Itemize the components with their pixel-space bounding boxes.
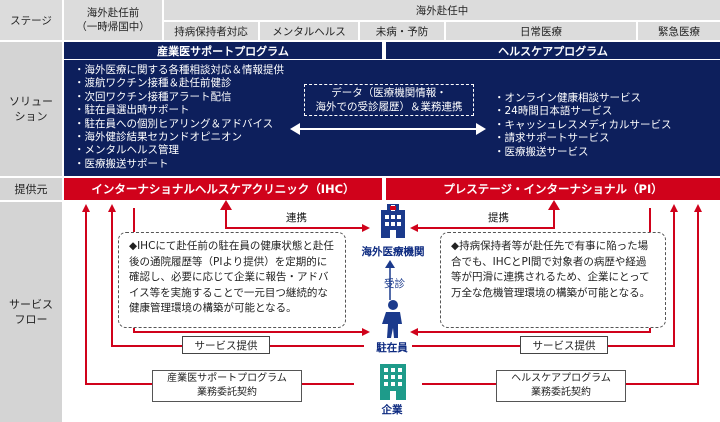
contract-box-left: 産業医サポートプログラム 業務委託契約 [152,370,302,402]
subcol-chronic: 持病保持者対応 [164,22,258,40]
subcol-emergency: 緊急医療 [638,22,720,40]
list-item: オンライン健康相談サービス [494,92,714,105]
list-item: 医療搬送サポート [74,158,334,171]
list-item: 渡航ワクチン接種＆赴任前健診 [74,77,334,90]
list-item: 次回ワクチン接種アラート配信 [74,91,334,104]
service-tag-right: サービス提供 [520,336,608,354]
data-link-box: データ（医療機関情報・ 海外での受診履歴）＆業務連携 [304,84,474,116]
stage-label: ステージ [0,0,62,40]
during-header: 海外赴任中 [164,0,720,20]
list-item: 24時間日本語サービス [494,105,714,118]
provider-label: 提供元 [0,178,62,200]
desc-box-right: ◆持病保持者等が赴任先で有事に陥った場合でも、IHCとPI間で対象者の病歴や経過… [440,232,666,328]
left-program-items: 海外医療に関する各種相談対応＆情報提供 渡航ワクチン接種＆赴任前健診 次回ワクチ… [74,64,334,171]
right-program-title: ヘルスケアプログラム [386,42,720,60]
subcol-mental: メンタルヘルス [260,22,358,40]
pre-departure-header: 海外赴任前 （一時帰国中） [64,0,162,40]
list-item: キャッシュレスメディカルサービス [494,119,714,132]
list-item: 海外健診結果セカンドオピニオン [74,131,334,144]
list-item: 海外医療に関する各種相談対応＆情報提供 [74,64,334,77]
company-label: 企業 [381,404,403,416]
data-link-arrow [290,123,486,135]
service-tag-left: サービス提供 [182,336,270,354]
provider-ihc: インターナショナルヘルスケアクリニック（IHC） [64,178,382,200]
list-item: 医療搬送サービス [494,146,714,159]
list-item: 駐在員への個別ヒアリング＆アドバイス [74,118,334,131]
list-item: 駐在員選出時サポート [74,104,334,117]
solution-label: ソリュー ション [0,42,62,176]
program-divider [382,42,386,60]
contract-box-right: ヘルスケアプログラム 業務委託契約 [496,370,626,402]
service-flow-label: サービス フロー [0,202,62,422]
left-program-title: 産業医サポートプログラム [64,42,382,60]
subcol-daily: 日常医療 [446,22,636,40]
link-label-right: 提携 [488,212,509,224]
consult-label: 受診 [384,278,405,290]
provider-divider [382,178,386,200]
provider-pi: プレステージ・インターナショナル（PI） [386,178,720,200]
list-item: メンタルヘルス管理 [74,144,334,157]
link-label-left: 連携 [286,212,307,224]
subcol-prevention: 未病・予防 [360,22,444,40]
expat-label: 駐在員 [376,342,408,354]
hospital-icon [381,204,405,238]
list-item: 請求サポートサービス [494,132,714,145]
desc-box-left: ◆IHCにて赴任前の駐在員の健康状態と赴任後の通院履歴等（PIより提供）を定期的… [118,232,346,328]
person-icon [382,300,402,338]
right-program-items: オンライン健康相談サービス 24時間日本語サービス キャッシュレスメディカルサー… [494,92,714,159]
hospital-label: 海外医療機関 [361,246,425,258]
company-building-icon [380,364,406,400]
